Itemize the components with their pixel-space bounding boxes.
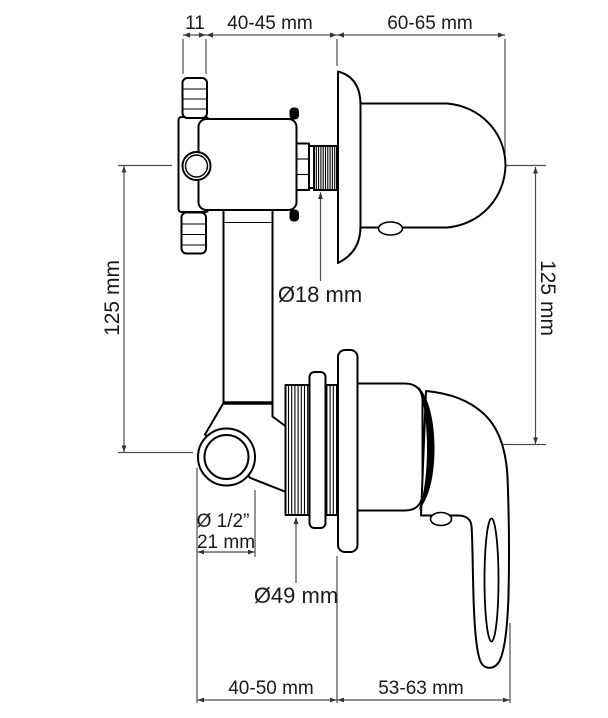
label-thread-diameter: Ø18 mm	[278, 282, 362, 307]
inlet-port-inner	[203, 434, 250, 480]
label-left-height: 125 mm	[101, 260, 124, 336]
top-valve-assembly	[177, 70, 507, 404]
thread-hatching-top	[315, 147, 336, 189]
lever-handle	[420, 390, 511, 669]
lock-ring	[308, 371, 327, 529]
label-handle-depth-range: 53-63 mm	[378, 678, 464, 699]
knob-detail-oval	[377, 221, 404, 236]
hose-fitting-top	[181, 77, 208, 119]
threaded-connector	[295, 142, 338, 191]
label-knob-depth-range: 60-65 mm	[387, 13, 473, 34]
handle-detail-oval	[429, 511, 453, 527]
inlet-port-outer	[197, 427, 256, 487]
wall-flange-top	[337, 70, 362, 264]
label-top-depth-range: 40-45 mm	[227, 13, 313, 34]
label-inlet-thread: Ø 1/2”	[197, 511, 250, 532]
bottom-mixer-assembly	[197, 349, 511, 669]
wall-plate-bottom	[337, 349, 359, 553]
hose-fitting-bottom	[180, 211, 207, 255]
dimension-lines	[118, 32, 546, 703]
knob-dome	[359, 102, 507, 229]
riser-pipe	[222, 209, 274, 404]
label-body-diameter: Ø49 mm	[254, 583, 338, 608]
handle-gap-crescent	[418, 386, 435, 511]
clip-bottom	[289, 209, 299, 222]
label-inlet-width: 21 mm	[197, 532, 255, 553]
label-right-height: 125 mm	[536, 260, 559, 336]
dimension-labels: 11 40-45 mm 60-65 mm 125 mm 125 mm Ø18 m…	[101, 13, 559, 699]
label-top-offset: 11	[185, 13, 205, 34]
handle-slot	[483, 517, 500, 643]
label-bottom-depth-range: 40-50 mm	[228, 678, 314, 699]
cartridge-body	[356, 382, 424, 512]
valve-port-circle	[181, 151, 212, 181]
valve-body	[197, 118, 298, 211]
clip-top	[289, 107, 299, 120]
